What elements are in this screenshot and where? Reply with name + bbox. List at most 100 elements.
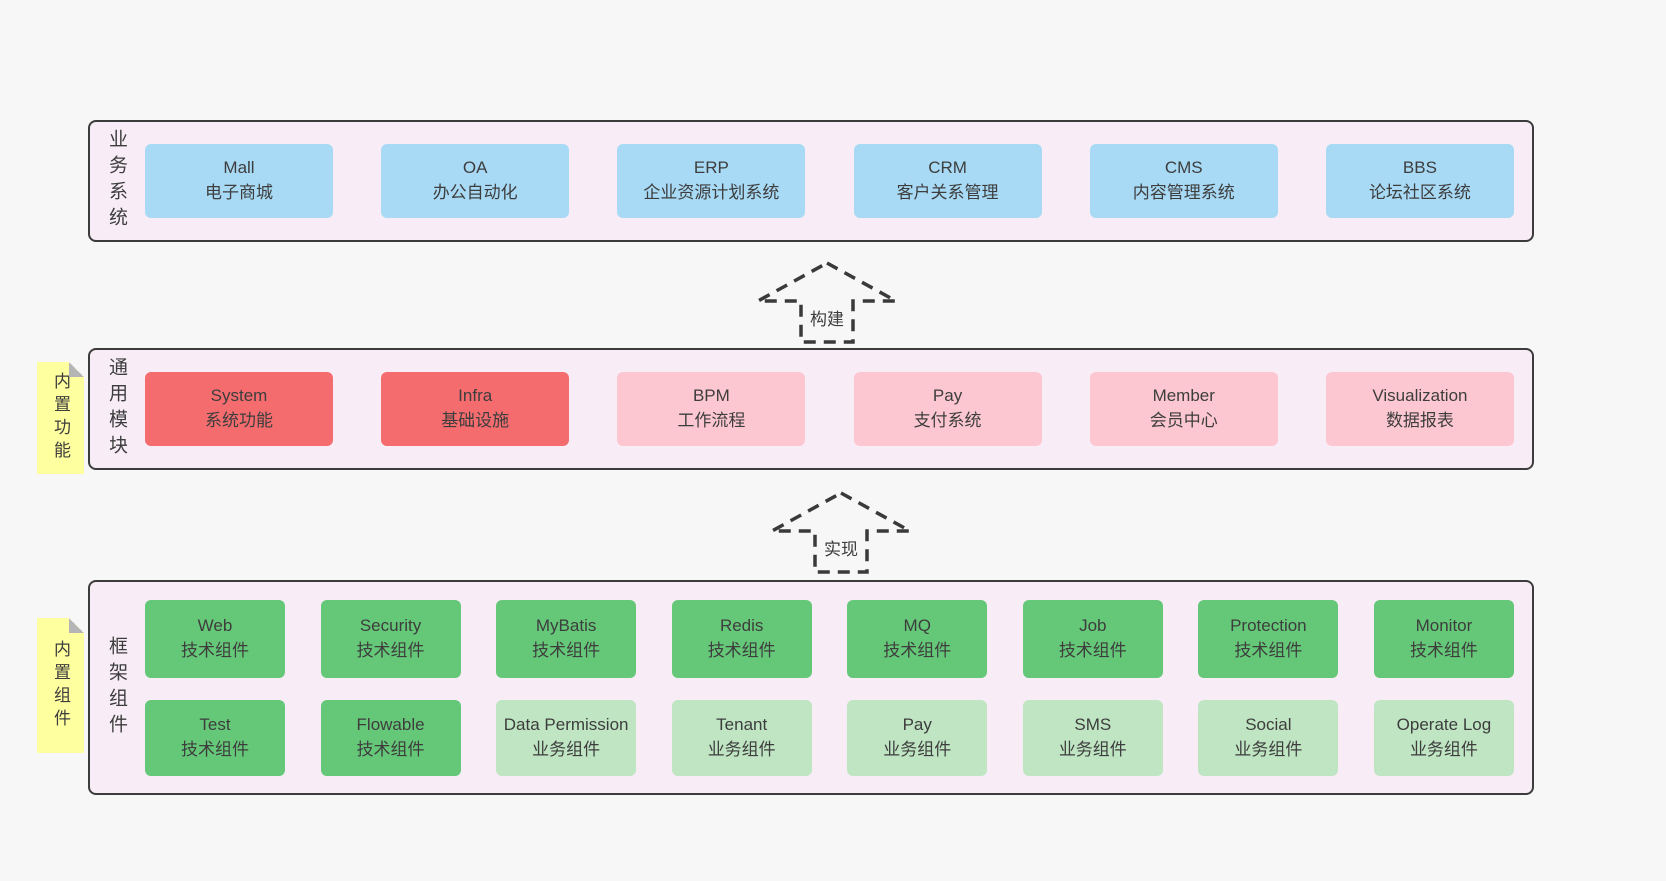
box-subtitle: 技术组件 xyxy=(181,640,249,660)
box-subtitle: 业务组件 xyxy=(532,739,601,759)
box-title: Redis xyxy=(719,615,764,635)
box-subtitle: 业务组件 xyxy=(883,739,952,759)
up-arrow-icon xyxy=(757,261,897,344)
box-subtitle: 技术组件 xyxy=(883,640,952,660)
box-title: Monitor xyxy=(1415,615,1473,635)
box-test: Test 技术组件 xyxy=(145,699,285,776)
box-title: CRM xyxy=(928,158,967,178)
box-subtitle: 数据报表 xyxy=(1385,411,1454,430)
box-subtitle: 技术组件 xyxy=(356,640,425,660)
box-infra: Infra 基础设施 xyxy=(381,372,570,446)
box-subtitle: 办公自动化 xyxy=(432,183,518,202)
box-subtitle: 工作流程 xyxy=(677,411,746,430)
box-subtitle: 企业资源计划系统 xyxy=(643,183,780,202)
box-title: Visualization xyxy=(1372,386,1468,406)
sticky-note-built-in-components: 内置组件 xyxy=(37,618,84,753)
arrow-implement: 实现 xyxy=(766,490,916,574)
box-title: Job xyxy=(1079,615,1107,635)
box-title: BBS xyxy=(1402,158,1437,178)
box-protection: Protection 技术组件 xyxy=(1198,599,1339,678)
band-business-systems: 业务系统 Mall 电子商城 OA 办公自动化 ERP 企业资源计划系统 CRM… xyxy=(88,120,1534,242)
box-monitor: Monitor 技术组件 xyxy=(1373,599,1514,678)
box-oa: OA 办公自动化 xyxy=(381,144,570,218)
box-bpm: BPM 工作流程 xyxy=(617,372,806,446)
box-subtitle: 基础设施 xyxy=(441,411,510,430)
box-title: OA xyxy=(462,158,488,178)
box-title: Mall xyxy=(223,158,255,178)
folded-corner-icon xyxy=(69,618,84,633)
box-subtitle: 支付系统 xyxy=(913,411,982,430)
arrow-build-label: 构建 xyxy=(807,304,847,331)
box-title: System xyxy=(210,386,268,406)
box-subtitle: 电子商城 xyxy=(205,183,273,202)
box-title: MyBatis xyxy=(535,615,597,635)
box-title: SMS xyxy=(1074,714,1112,734)
box-social: Social 业务组件 xyxy=(1198,699,1339,776)
box-member: Member 会员中心 xyxy=(1089,372,1278,446)
band-label-framework-components: 框架组件 xyxy=(106,635,127,740)
box-subtitle: 业务组件 xyxy=(1058,739,1127,759)
box-job: Job 技术组件 xyxy=(1022,599,1163,678)
box-title: Tenant xyxy=(716,714,768,734)
box-subtitle: 技术组件 xyxy=(1234,640,1303,660)
box-mq: MQ 技术组件 xyxy=(847,599,988,678)
box-subtitle: 技术组件 xyxy=(532,640,601,660)
box-title: Operate Log xyxy=(1396,714,1492,734)
sticky-note-text: 内置组件 xyxy=(51,639,70,732)
box-subtitle: 业务组件 xyxy=(707,739,776,759)
box-flowable: Flowable 技术组件 xyxy=(320,699,461,776)
band-common-modules: 通用模块 System 系统功能 Infra 基础设施 BPM 工作流程 Pay… xyxy=(88,348,1534,470)
band-components-content: Web 技术组件 Security 技术组件 MyBatis 技术组件 Redi… xyxy=(145,582,1514,793)
box-mall: Mall 电子商城 xyxy=(145,144,333,218)
box-bbs: BBS 论坛社区系统 xyxy=(1325,144,1514,218)
band-modules-content: System 系统功能 Infra 基础设施 BPM 工作流程 Pay 支付系统… xyxy=(145,350,1514,468)
box-subtitle: 内容管理系统 xyxy=(1132,183,1235,202)
box-subtitle: 技术组件 xyxy=(1409,640,1478,660)
box-tenant: Tenant 业务组件 xyxy=(671,699,812,776)
box-title: Protection xyxy=(1230,615,1307,635)
box-web: Web 技术组件 xyxy=(145,599,285,678)
box-subtitle: 客户关系管理 xyxy=(896,183,999,202)
box-subtitle: 技术组件 xyxy=(707,640,776,660)
box-subtitle: 技术组件 xyxy=(356,739,425,759)
folded-corner-icon xyxy=(69,362,84,377)
box-title: Member xyxy=(1152,386,1215,406)
box-subtitle: 会员中心 xyxy=(1149,411,1218,430)
box-erp: ERP 企业资源计划系统 xyxy=(617,144,806,218)
box-title: CMS xyxy=(1164,158,1203,178)
box-pay-component: Pay 业务组件 xyxy=(847,699,988,776)
box-title: Infra xyxy=(458,386,493,406)
band-framework-components: 框架组件 Web 技术组件 Security 技术组件 MyBatis 技术组件… xyxy=(88,580,1534,795)
box-subtitle: 论坛社区系统 xyxy=(1368,183,1471,202)
band-label-common-modules: 通用模块 xyxy=(106,357,127,461)
box-subtitle: 业务组件 xyxy=(1409,739,1478,759)
box-title: Data Permission xyxy=(503,714,629,734)
box-subtitle: 系统功能 xyxy=(205,411,273,430)
box-cms: CMS 内容管理系统 xyxy=(1089,144,1278,218)
box-title: Pay xyxy=(902,714,932,734)
box-title: Web xyxy=(197,615,233,635)
box-title: Pay xyxy=(932,386,963,406)
box-sms: SMS 业务组件 xyxy=(1022,699,1163,776)
sticky-note-built-in-features: 内置功能 xyxy=(37,362,84,474)
box-operate-log: Operate Log 业务组件 xyxy=(1373,699,1514,776)
box-system: System 系统功能 xyxy=(145,372,333,446)
arrow-build: 构建 xyxy=(752,260,902,344)
box-pay-module: Pay 支付系统 xyxy=(853,372,1042,446)
box-title: Security xyxy=(359,615,422,635)
box-title: BPM xyxy=(692,386,730,406)
box-subtitle: 业务组件 xyxy=(1234,739,1303,759)
box-security: Security 技术组件 xyxy=(320,599,461,678)
up-arrow-icon xyxy=(771,491,911,574)
box-visualization: Visualization 数据报表 xyxy=(1325,372,1514,446)
arrow-implement-label: 实现 xyxy=(821,534,861,561)
box-title: Test xyxy=(199,714,231,734)
box-subtitle: 技术组件 xyxy=(181,739,249,759)
components-row-1: Web 技术组件 Security 技术组件 MyBatis 技术组件 Redi… xyxy=(145,599,1514,678)
sticky-note-text: 内置功能 xyxy=(51,372,70,464)
band-label-business-systems: 业务系统 xyxy=(106,129,127,233)
box-title: MQ xyxy=(903,615,931,635)
box-redis: Redis 技术组件 xyxy=(671,599,812,678)
box-title: ERP xyxy=(693,158,729,178)
